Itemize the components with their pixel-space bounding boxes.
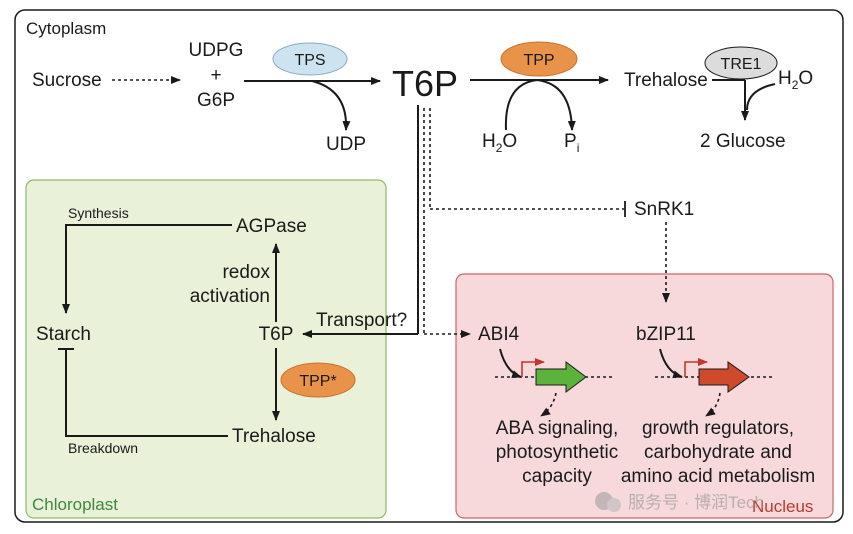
- bzip11-label: bZIP11: [636, 324, 696, 345]
- trehalose-top-label: Trehalose: [624, 70, 708, 91]
- redox-label: redox: [222, 262, 270, 283]
- cytoplasm-label: Cytoplasm: [26, 19, 106, 38]
- abi4-output-arrow: [540, 392, 557, 417]
- udpg-label: UDPG: [189, 40, 244, 61]
- tps-enzyme: [272, 42, 348, 76]
- transport-label: Transport?: [316, 310, 407, 331]
- aba-line-1: ABA signaling,: [496, 418, 619, 439]
- tpp-star-label: TPP*: [299, 373, 336, 390]
- growth-line-3: amino acid metabolism: [621, 466, 815, 487]
- starch-label: Starch: [36, 324, 91, 345]
- nucleus-label: Nucleus: [752, 497, 813, 516]
- h2o-tpp-label: H2O: [482, 131, 517, 155]
- growth-line-2: carbohydrate and: [644, 442, 792, 463]
- chloroplast-label: Chloroplast: [32, 495, 118, 514]
- tpp-label: TPP: [523, 52, 554, 69]
- growth-line-1: growth regulators,: [642, 418, 794, 439]
- agpase-label: AGPase: [236, 216, 307, 237]
- breakdown-line: [65, 349, 228, 437]
- abi4-promoter-arrow: [521, 358, 545, 377]
- bzip11-binding-arrow: [659, 348, 683, 379]
- snrk1-label: SnRK1: [634, 199, 694, 220]
- aba-line-2: photosynthetic: [496, 442, 619, 463]
- bzip11-promoter-arrow: [684, 358, 708, 377]
- nucleus-box: [455, 273, 834, 519]
- t6p-main-label: T6P: [392, 63, 458, 104]
- abi4-label: ABI4: [478, 324, 520, 345]
- udp-release-arrow: [311, 80, 351, 131]
- trehalose-chloro-label: Trehalose: [232, 426, 316, 447]
- tre1-label: TRE1: [721, 56, 762, 73]
- bzip11-output-arrow: [705, 392, 721, 417]
- g6p-label: G6P: [197, 90, 235, 111]
- t6p-chloroplast-label: T6P: [259, 324, 294, 345]
- h2o-join-line: [746, 83, 776, 111]
- udp-label: UDP: [326, 134, 366, 155]
- synthesis-label: Synthesis: [68, 205, 129, 221]
- tpp-hydrolysis-arrow: [504, 78, 576, 131]
- tpp-star-enzyme: [280, 362, 356, 398]
- synthesis-arrow: [62, 224, 232, 314]
- activation-label: activation: [190, 286, 270, 307]
- aba-line-3: capacity: [522, 466, 592, 487]
- watermark-text: 服务号 · 博润Tech: [628, 493, 764, 512]
- glucose-label: 2 Glucose: [700, 131, 786, 152]
- bzip11-target-gene: [698, 361, 750, 393]
- tpp-enzyme: [500, 41, 578, 77]
- watermark: 服务号 · 博润Tech: [595, 492, 764, 512]
- plus-sign: +: [210, 65, 221, 86]
- tps-label: TPS: [294, 52, 325, 69]
- sucrose-label: Sucrose: [32, 70, 102, 91]
- h2o-tre-label: H2O: [778, 68, 813, 92]
- pi-label: Pi: [564, 131, 579, 155]
- abi4-binding-arrow: [499, 348, 522, 378]
- breakdown-label: Breakdown: [68, 440, 138, 456]
- abi4-target-gene: [535, 361, 587, 393]
- chloroplast-box: [25, 179, 387, 519]
